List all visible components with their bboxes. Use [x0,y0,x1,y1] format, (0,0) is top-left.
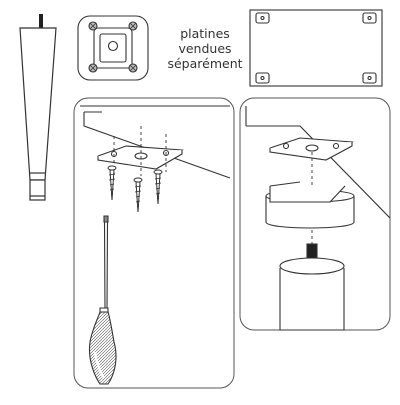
leg-top [279,243,345,331]
screwdriver [88,215,117,385]
separate-plates-note: platines vendues séparément [160,26,250,71]
wood-screw [133,177,143,213]
mounting-plate [269,137,354,161]
wood-screw [107,165,117,201]
leg-bolt [306,243,318,259]
note-line-2: vendues [178,41,232,56]
note-line-3: séparément [167,56,243,71]
wood-screw [153,169,163,205]
corner-plate-br [362,72,377,84]
corner-plate-tr [362,12,377,24]
plate-center-hole [107,40,119,52]
tabletop-outline [249,9,383,87]
step-insert-leg-panel [239,97,391,331]
tabletop-edge-2 [246,125,391,219]
tabletop-edge-1 [83,112,231,179]
mounting-plate [97,145,184,170]
tabletop-plate-layout [249,9,383,87]
screw-guide-lines [113,126,167,176]
leg-ferrule [29,179,46,201]
cutaway-socket [265,181,355,229]
note-line-1: platines [180,26,230,41]
leg-threaded-bolt [39,14,43,28]
corner-plate-tl [255,12,270,24]
corner-plate-bl [255,72,270,84]
step-screw-plate-panel [73,97,235,389]
tapered-leg [19,14,57,201]
leg-body [19,27,57,181]
mounting-plate-detail [77,15,149,81]
